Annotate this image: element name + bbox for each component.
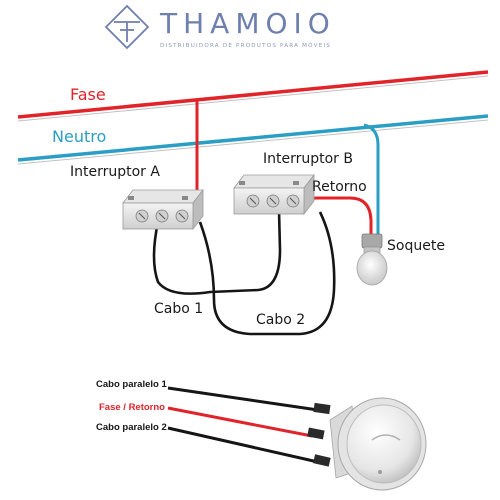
fase-label: Fase — [70, 85, 106, 104]
brand-logo: THAMOIO DISTRIBUIDORA DE PRODUTOS PARA M… — [104, 4, 336, 50]
neutro-label: Neutro — [52, 127, 106, 146]
brand-name: THAMOIO — [159, 7, 336, 40]
neutro-drop-wire — [363, 123, 380, 236]
fase-line — [17, 70, 489, 122]
brand-tagline: DISTRIBUIDORA DE PRODUTOS PARA MÓVEIS — [160, 42, 331, 49]
cabo-2-wire — [198, 211, 336, 336]
legend-fase-retorno: Fase / Retorno — [99, 402, 165, 413]
cabo-1-label: Cabo 1 — [154, 301, 203, 317]
interruptor-a-label: Interruptor A — [70, 164, 160, 180]
round-switch-device — [329, 397, 427, 491]
interruptor-b-switch — [233, 173, 315, 216]
cabo-1-wire — [152, 209, 282, 295]
legend-cabo-paralelo-1: Cabo paralelo 1 — [96, 379, 167, 390]
soquete-label: Soquete — [387, 238, 445, 254]
interruptor-b-label: Interruptor B — [263, 151, 353, 167]
paralelo-cable-red — [167, 406, 325, 440]
brand-logo-icon — [104, 4, 150, 50]
paralelo-cable-1 — [167, 386, 331, 415]
legend-cabo-paralelo-2: Cabo paralelo 2 — [96, 422, 167, 433]
neutro-line — [17, 114, 489, 165]
retorno-label: Retorno — [312, 179, 367, 195]
interruptor-a-switch — [122, 188, 204, 231]
paralelo-cable-2 — [167, 426, 331, 467]
soquete-bulb — [356, 233, 388, 286]
cabo-2-label: Cabo 2 — [256, 312, 305, 328]
